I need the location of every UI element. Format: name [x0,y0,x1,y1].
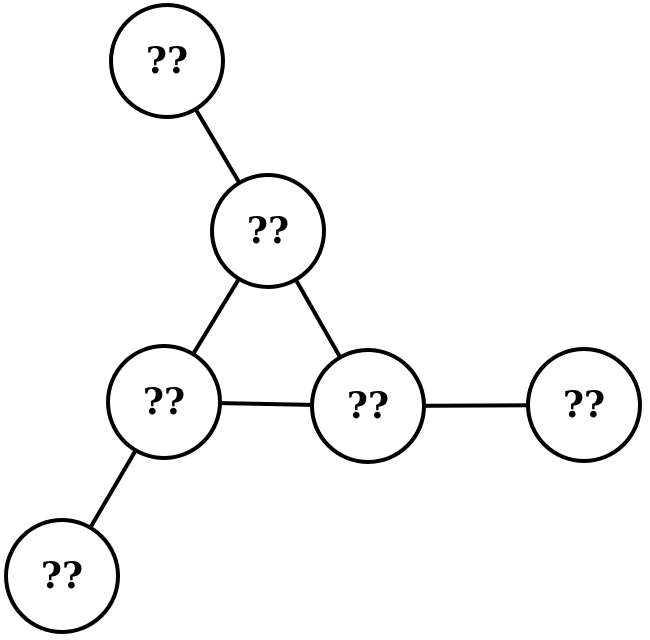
node-n3: ?? [106,344,222,460]
node-circle [106,344,222,460]
node-label: ?? [247,210,289,252]
node-circle [310,348,426,464]
node-label: ?? [41,555,83,597]
node-n4: ?? [310,348,426,464]
node-label: ?? [347,385,389,427]
node-n6: ?? [4,518,120,634]
node-label: ?? [563,384,605,426]
node-label: ?? [146,40,188,82]
node-circle [109,3,225,119]
node-n2: ?? [210,173,326,289]
node-circle [210,173,326,289]
node-label: ?? [143,381,185,423]
node-n1: ?? [109,3,225,119]
node-circle [526,347,642,463]
graph-edges [60,59,585,578]
graph-nodes: ???????????? [4,3,642,634]
node-circle [4,518,120,634]
node-n5: ?? [526,347,642,463]
